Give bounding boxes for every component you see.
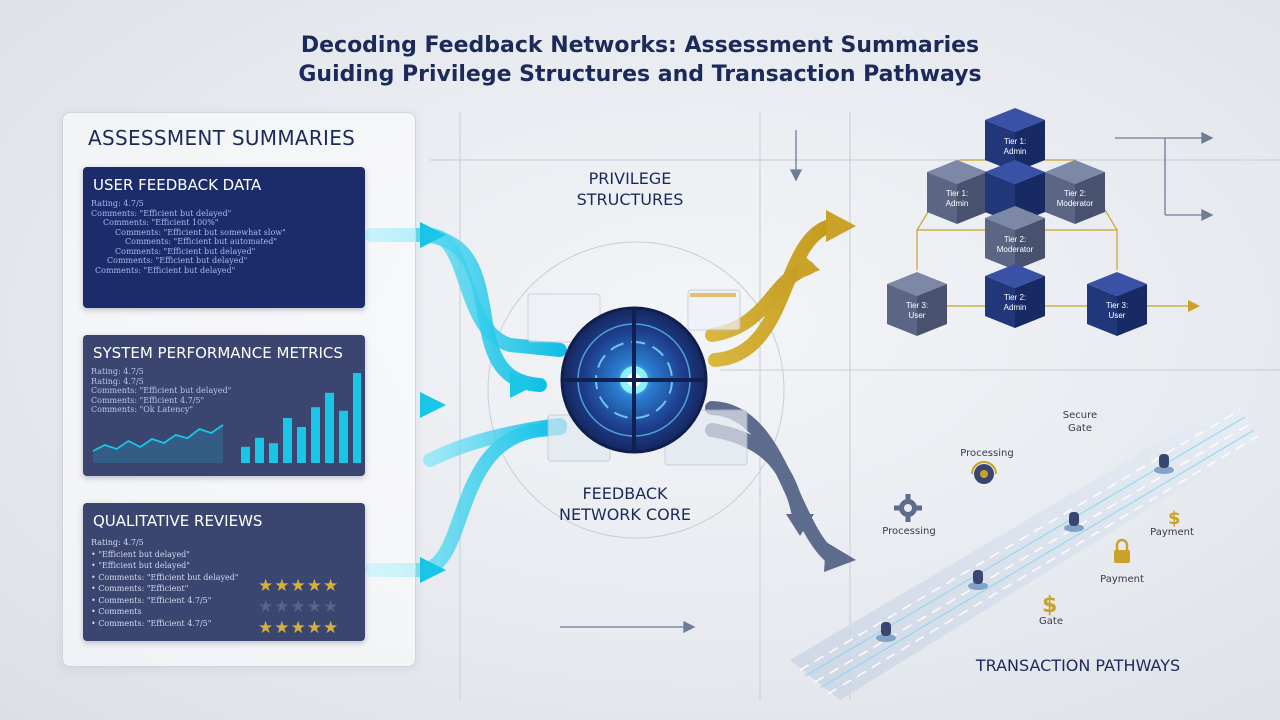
processing-top-label: Processing	[960, 448, 1014, 459]
privilege-cube	[927, 160, 987, 224]
tier-label: Tier 2:Admin	[1004, 293, 1027, 312]
secure-gate-line-2: Gate	[1068, 423, 1092, 434]
dollar-icon: $ $	[1042, 508, 1181, 618]
processing-gear-icon	[971, 461, 997, 484]
privilege-cube	[985, 206, 1045, 270]
metrics-line	[92, 424, 224, 452]
page-title-line-1: Decoding Feedback Networks: Assessment S…	[300, 33, 980, 58]
metrics-line: Comments: "Efficient 4.7/5"	[91, 395, 205, 405]
secure-gate-label: Secure Gate	[1050, 409, 1110, 435]
tier-label: Tier 2:Moderator	[1057, 189, 1094, 208]
tier-label: Tier 2:Moderator	[997, 235, 1034, 254]
privilege-cube	[1045, 160, 1105, 224]
metrics-bar	[269, 443, 278, 463]
core-label-line-2: NETWORK CORE	[559, 505, 691, 524]
privilege-cube	[985, 264, 1045, 328]
review-line: • Comments: "Efficient 4.7/5"	[91, 595, 212, 605]
metrics-line: Rating: 4.7/5	[91, 367, 144, 376]
system-metrics-card: SYSTEM PERFORMANCE METRICS Rating: 4.7/5…	[83, 335, 365, 476]
node-icons	[876, 454, 1174, 642]
metrics-bar	[311, 407, 320, 463]
metrics-bar	[339, 410, 348, 463]
network-core-orb	[560, 306, 708, 454]
user-feedback-title: USER FEEDBACK DATA	[93, 176, 262, 194]
privilege-label-line-1: PRIVILEGE	[588, 169, 672, 188]
user-feedback-lines: Rating: 4.7/5 Comments: "Efficient but d…	[91, 199, 286, 275]
processing-left-label: Processing	[882, 526, 936, 537]
payment-right-label: Payment	[1150, 527, 1194, 538]
tier-label: Tier 1:Admin	[1004, 137, 1027, 156]
review-line: • Comments: "Efficient"	[91, 584, 189, 593]
star-row-1: ★★★★★	[258, 576, 340, 595]
tier-label: Tier 3:User	[906, 301, 928, 320]
review-line: • "Efficient but delayed"	[91, 561, 190, 570]
assessment-heading: ASSESSMENT SUMMARIES	[88, 126, 356, 150]
review-line: • "Efficient but delayed"	[91, 549, 190, 559]
svg-text:$: $	[1042, 593, 1057, 618]
secure-gate-line-1: Secure	[1062, 410, 1098, 421]
privilege-cube	[985, 108, 1045, 172]
feedback-line: Rating: 4.7/5	[91, 199, 144, 208]
feedback-line: Comments: "Efficient but somewhat slow"	[115, 227, 286, 237]
feedback-line: Comments: "Efficient but delayed"	[107, 256, 248, 265]
transaction-lanes	[790, 400, 1260, 700]
feedback-core-label: FEEDBACK NETWORK CORE	[530, 483, 720, 525]
star-ratings: ★★★★★ ★★★★★ ★★★★★	[258, 575, 339, 638]
gear-icon	[894, 494, 922, 522]
tier-label: Tier 3:User	[1106, 301, 1128, 320]
tier-label: Tier 1:Admin	[946, 189, 969, 208]
metrics-bar	[255, 437, 264, 463]
star-row-3: ★★★★★	[258, 618, 340, 637]
small-arrows	[560, 130, 1214, 634]
privilege-cube	[887, 272, 947, 336]
review-line: • Comments: "Efficient but delayed"	[91, 572, 239, 582]
gate-label: Gate	[1039, 616, 1063, 627]
feedback-line: Comments: "Efficient but delayed"	[91, 208, 232, 218]
metrics-bar	[283, 418, 292, 463]
feedback-line: Comments: "Efficient but delayed"	[95, 265, 236, 275]
system-metrics-lines: Rating: 4.7/5 Rating: 4.7/5 Comments: "E…	[91, 367, 231, 415]
metrics-line: Comments: "Efficient but delayed"	[91, 386, 232, 395]
metrics-line: Rating: 4.7/5	[91, 376, 144, 386]
metrics-bar	[325, 392, 334, 463]
review-line: Rating: 4.7/5	[91, 538, 144, 547]
metrics-bar	[297, 427, 306, 463]
qualitative-lines: Rating: 4.7/5 • "Efficient but delayed" …	[91, 537, 239, 629]
metrics-line-area	[93, 425, 223, 463]
core-label-line-1: FEEDBACK	[582, 484, 668, 503]
user-feedback-card: USER FEEDBACK DATA Rating: 4.7/5 Comment…	[83, 167, 365, 308]
grid-guides	[430, 112, 1280, 700]
gold-arrowheads	[796, 210, 856, 280]
metrics-mini-chart	[92, 373, 361, 463]
metrics-bar	[241, 446, 250, 463]
qualitative-reviews-title: QUALITATIVE REVIEWS	[93, 512, 263, 530]
feedback-line: Comments: "Efficient but automated"	[125, 237, 278, 246]
cyan-arrowheads	[420, 222, 536, 583]
svg-text:$: $	[1168, 508, 1181, 529]
qualitative-reviews-card: QUALITATIVE REVIEWS Rating: 4.7/5 • "Eff…	[83, 503, 365, 641]
privilege-structures-label: PRIVILEGE STRUCTURES	[540, 168, 720, 210]
system-metrics-title: SYSTEM PERFORMANCE METRICS	[93, 344, 343, 362]
slate-arrowheads	[786, 514, 856, 572]
lock-icon	[1114, 538, 1130, 563]
review-line: • Comments: "Efficient 4.7/5"	[91, 618, 212, 628]
review-line: • Comments	[91, 607, 142, 616]
feedback-line: Comments: "Efficient but delayed"	[115, 246, 256, 256]
privilege-cube	[1087, 272, 1147, 336]
page-title-line-2: Guiding Privilege Structures and Transac…	[298, 62, 982, 87]
metrics-bar	[353, 373, 361, 463]
metrics-line: Comments: "Ok Latency"	[91, 405, 194, 414]
privilege-label-line-2: STRUCTURES	[576, 190, 684, 209]
star-row-2: ★★★★★	[258, 597, 340, 616]
payment-mid-label: Payment	[1100, 574, 1144, 585]
feedback-line: Comments: "Efficient 100%"	[103, 218, 219, 227]
transaction-pathways-heading: TRANSACTION PATHWAYS	[975, 656, 1181, 675]
